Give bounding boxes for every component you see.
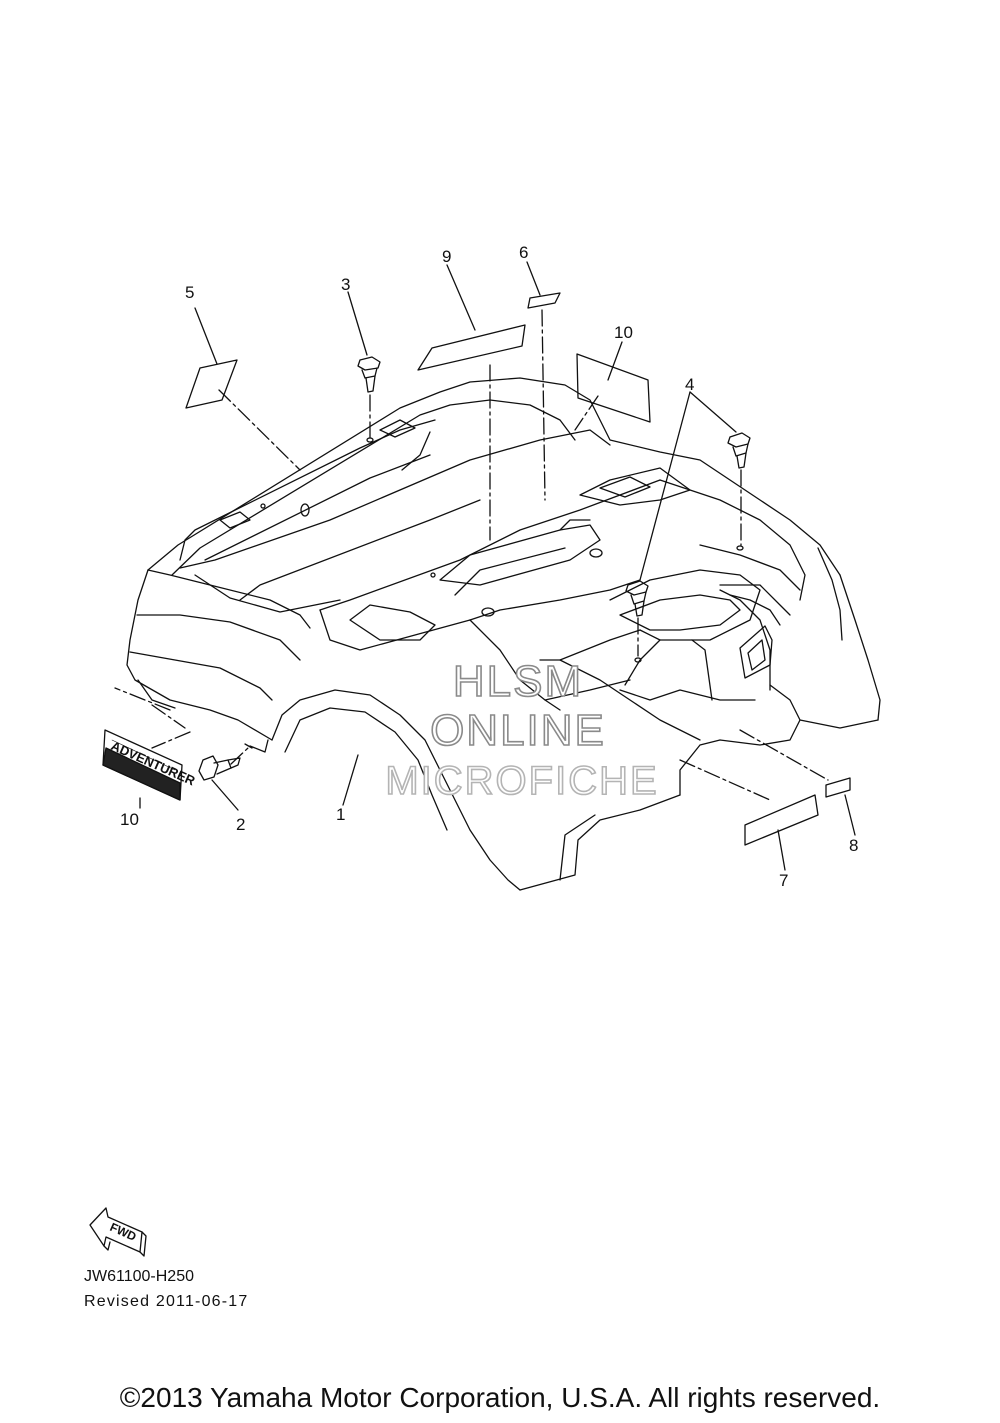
- copyright-notice: ©2013 Yamaha Motor Corporation, U.S.A. A…: [119, 1382, 881, 1413]
- callout-1: 1: [336, 805, 345, 824]
- callout-9: 9: [442, 247, 451, 266]
- callout-5: 5: [185, 283, 194, 302]
- callout-4: 4: [685, 375, 694, 394]
- decal-6: [527, 292, 561, 309]
- callout-8: 8: [849, 836, 858, 855]
- cargo-bed-body: [126, 377, 881, 891]
- decal-9: [417, 324, 526, 371]
- diagram-code: JW61100-H250: [84, 1268, 194, 1285]
- watermark-line-2: ONLINE: [430, 706, 606, 755]
- assembly-lines: [114, 309, 829, 801]
- clip-3-icon: [357, 356, 381, 393]
- clip-4-upper-icon: [727, 432, 751, 469]
- callout-6: 6: [519, 243, 528, 262]
- callout-2: 2: [236, 815, 245, 834]
- decal-10-upper: [576, 353, 651, 423]
- callout-3: 3: [341, 275, 350, 294]
- clip-4-lower-icon: [625, 580, 649, 617]
- fwd-arrow-icon: [89, 1207, 147, 1257]
- decal-7: [744, 794, 819, 846]
- decal-8: [825, 777, 851, 798]
- screw-2-icon: [198, 755, 241, 781]
- decal-5: [185, 359, 238, 409]
- watermark-line-1: HLSM: [453, 657, 583, 706]
- watermark-line-3: MICROFICHE: [385, 759, 658, 803]
- callout-7: 7: [779, 871, 788, 890]
- callout-10-lower: 10: [120, 810, 139, 829]
- callout-10-upper: 10: [614, 323, 633, 342]
- revision-date: Revised 2011-06-17: [84, 1293, 249, 1310]
- leader-lines: [139, 261, 856, 871]
